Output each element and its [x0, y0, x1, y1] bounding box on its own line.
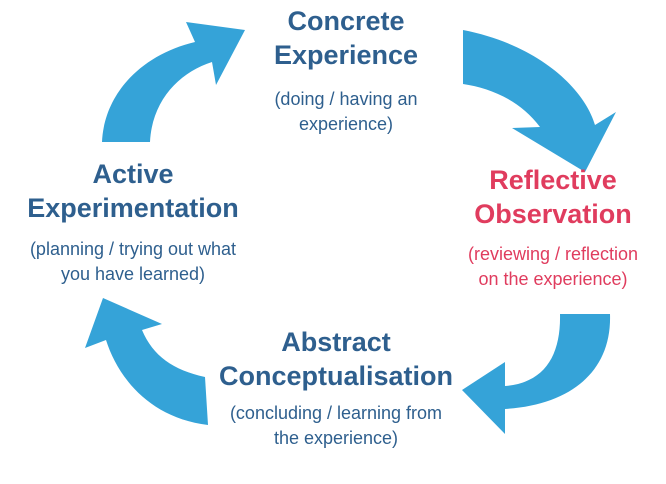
stage-title: Concrete Experience [273, 6, 419, 70]
stage-description: (doing / having an experience) [274, 89, 418, 134]
curved-arrow-icon [463, 30, 616, 172]
stage-concrete-experience: Concrete Experience (doing / having an e… [216, 4, 476, 137]
stage-description: (reviewing / reflection on the experienc… [467, 244, 639, 289]
stage-description: (planning / trying out what you have lea… [29, 239, 237, 284]
curved-arrow-icon [85, 298, 208, 425]
curved-arrow-icon [462, 314, 611, 434]
stage-active-experimentation: Active Experimentation (planning / tryin… [0, 157, 266, 287]
stage-reflective-observation: Reflective Observation (reviewing / refl… [440, 163, 666, 292]
stage-description: (concluding / learning from the experien… [229, 403, 443, 448]
stage-title: Reflective Observation [474, 165, 632, 229]
stage-title: Active Experimentation [27, 159, 239, 223]
stage-title: Abstract Conceptualisation [218, 327, 454, 391]
curved-arrow-icon [102, 22, 245, 142]
stage-abstract-conceptualisation: Abstract Conceptualisation (concluding /… [196, 325, 476, 451]
